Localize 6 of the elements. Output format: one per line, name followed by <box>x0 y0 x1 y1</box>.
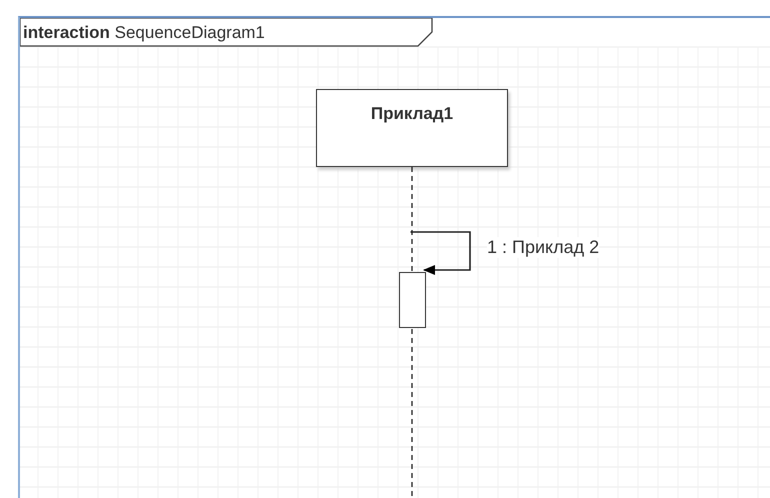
frame-title: interaction SequenceDiagram1 <box>23 23 265 43</box>
interaction-frame <box>18 16 770 498</box>
lifeline-name: Приклад1 <box>370 104 454 124</box>
message-label: 1 : Приклад 2 <box>487 237 600 258</box>
activation-bar <box>399 272 426 328</box>
self-message-arrow <box>410 231 471 275</box>
